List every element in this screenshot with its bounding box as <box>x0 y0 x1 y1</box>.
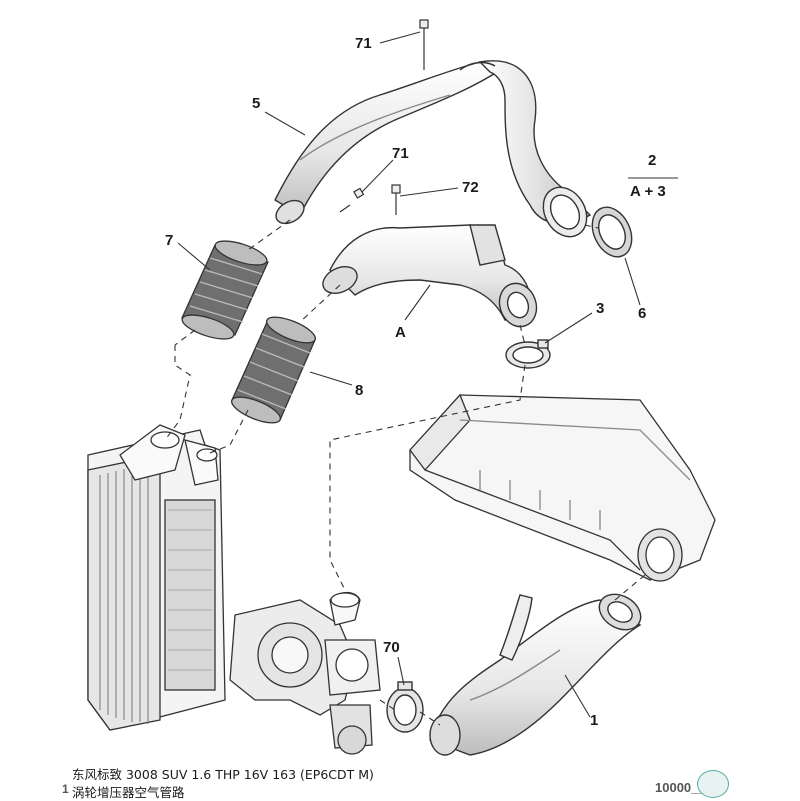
seal-ring-6 <box>591 206 633 258</box>
pipe-5 <box>274 60 592 238</box>
watermark-badge-icon <box>697 770 729 798</box>
caption-vehicle: 东风标致 3008 SUV 1.6 THP 16V 163 (EP6CDT M) <box>72 767 374 782</box>
callout-7: 7 <box>165 232 173 249</box>
turbo-icon <box>229 591 381 755</box>
callout-2: 2 <box>648 152 656 169</box>
caption-left-mark: 1 <box>62 782 69 796</box>
pipe-1 <box>429 593 642 756</box>
assembly-lines <box>164 219 646 726</box>
air-filter-icon <box>409 393 716 582</box>
callout-3: 3 <box>596 300 604 317</box>
callout-A: A <box>395 324 406 341</box>
callout-70: 70 <box>383 639 400 656</box>
callout-1: 1 <box>590 712 598 729</box>
hose-8 <box>231 316 316 424</box>
callout-71-top: 71 <box>355 35 372 52</box>
callout-A-plus-3: A + 3 <box>630 183 666 200</box>
leader-lines <box>177 31 678 718</box>
clamp-icon <box>505 339 551 369</box>
clamp-70 <box>386 681 424 733</box>
callout-71-mid: 71 <box>392 145 409 162</box>
bolt-icon <box>339 19 429 215</box>
callout-5: 5 <box>252 95 260 112</box>
hose-7 <box>181 240 269 340</box>
callout-72: 72 <box>462 179 479 196</box>
callout-6: 6 <box>638 305 646 322</box>
intercooler-icon <box>87 424 226 731</box>
callout-8: 8 <box>355 382 363 399</box>
pipe-A <box>322 224 538 328</box>
caption-title: 涡轮增压器空气管路 <box>72 785 185 800</box>
